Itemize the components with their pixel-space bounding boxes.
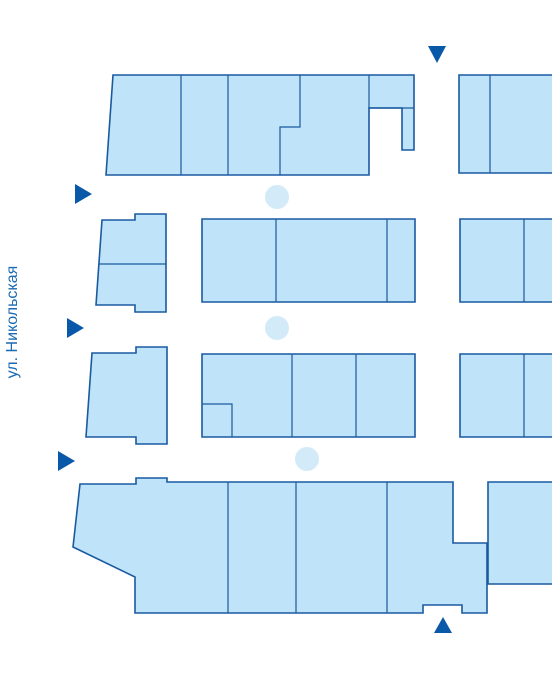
block-row3-center[interactable] — [201, 353, 416, 438]
street-label: ул. Никольская — [4, 265, 21, 379]
block-row2-right[interactable] — [459, 218, 552, 303]
entrance-arrow-icon[interactable] — [434, 617, 452, 633]
passage-dot-icon — [265, 316, 289, 340]
entrance-arrow-icon[interactable] — [67, 318, 84, 338]
block-top-left[interactable] — [105, 74, 415, 176]
block-row3-right[interactable] — [459, 353, 552, 438]
passage-dot-icon — [265, 185, 289, 209]
block-top-right[interactable] — [458, 74, 552, 174]
entrance-arrow-icon[interactable] — [75, 184, 92, 204]
block-row2-left[interactable] — [95, 213, 167, 313]
entrance-arrow-icon[interactable] — [428, 46, 446, 63]
block-row2-center[interactable] — [201, 218, 416, 303]
block-bottom-main[interactable] — [72, 477, 488, 614]
entrance-arrow-icon[interactable] — [58, 451, 75, 471]
block-bottom-right[interactable] — [487, 481, 552, 585]
block-row3-left[interactable] — [85, 346, 168, 445]
passage-dot-icon — [295, 447, 319, 471]
